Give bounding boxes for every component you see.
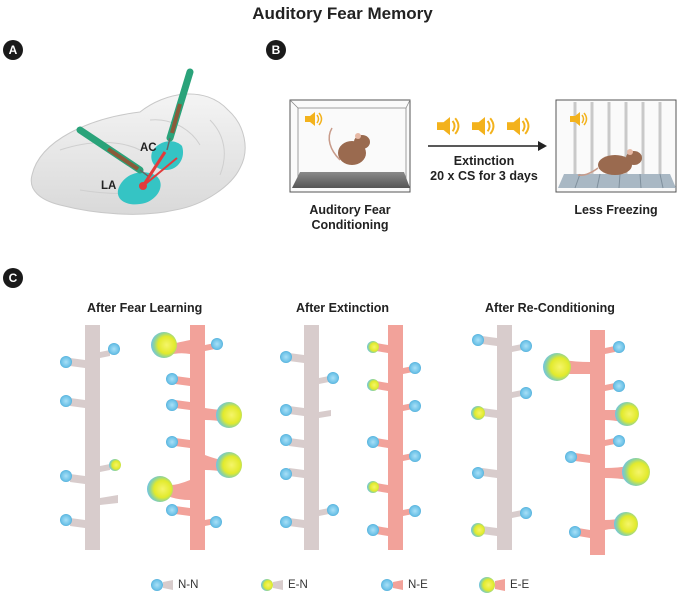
conditioning-caption-line1: Auditory Fear: [309, 203, 391, 217]
conditioning-caption-line2: Conditioning: [311, 218, 389, 232]
legend-nn-label: N-N: [178, 579, 199, 591]
speaker-icon-1: [437, 117, 460, 136]
dendrite-gray-3: [482, 325, 522, 550]
speaker-icon-2: [472, 117, 495, 136]
mouse-left: [328, 127, 370, 165]
dendrite-red-3: [565, 330, 628, 555]
mouse-right: [577, 149, 642, 176]
conditioning-caption: Auditory Fear Conditioning: [290, 203, 410, 233]
less-freezing-caption: Less Freezing: [574, 203, 658, 217]
legend-en-label: E-N: [288, 579, 308, 591]
la-label: LA: [101, 180, 117, 192]
extinction-box: [555, 99, 677, 193]
legend-nn-icon: [151, 579, 173, 591]
speaker-icon-3: [507, 117, 530, 136]
ac-label: AC: [140, 142, 157, 154]
syringe-ac: [166, 68, 194, 151]
syringe-la: [76, 126, 149, 177]
legend-ee-label: E-E: [510, 579, 530, 591]
extinction-label: Extinction: [453, 154, 515, 168]
legend-en-icon: [261, 579, 283, 591]
panel-b-badge: B: [266, 40, 286, 60]
speaker-icon-right: [570, 112, 588, 126]
header-after-re-conditioning: After Re-Conditioning: [485, 301, 615, 315]
panel-a-badge: A: [3, 40, 23, 60]
legend-ne-label: N-E: [408, 579, 428, 591]
legend-ee-icon: [479, 577, 505, 593]
speaker-icon-left: [305, 112, 323, 126]
legend-ne-icon: [381, 579, 403, 591]
header-after-extinction: After Extinction: [296, 301, 390, 315]
panel-c-badge: C: [3, 268, 23, 288]
header-after-fear-learning: After Fear Learning: [87, 301, 203, 315]
brain-illustration: [30, 68, 246, 215]
figure-title: Auditory Fear Memory: [252, 4, 433, 23]
extinction-protocol-label: 20 x CS for 3 days: [430, 169, 538, 183]
dendrite-gray-1: [70, 325, 118, 550]
dendrite-red-2: [376, 325, 413, 550]
dendrite-gray-2: [289, 325, 331, 550]
extinction-arrow-label: Extinction 20 x CS for 3 days: [418, 154, 550, 184]
conditioning-box: [289, 99, 411, 193]
